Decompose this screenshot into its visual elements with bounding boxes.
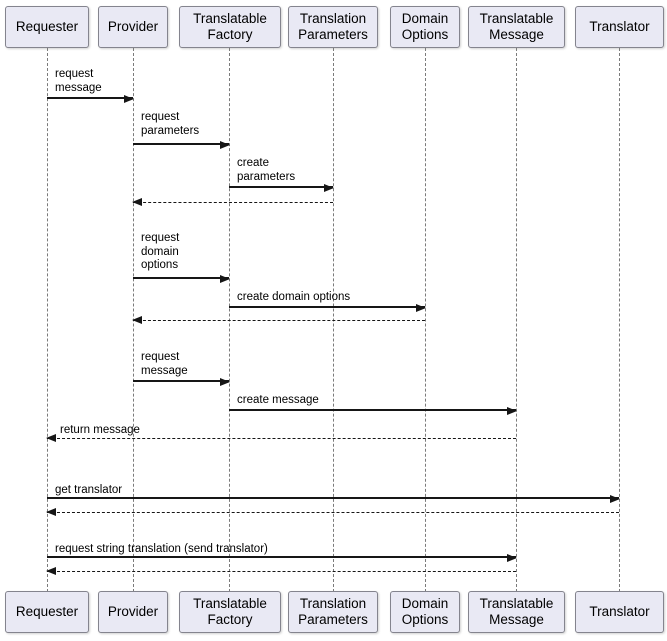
- participant-bottom-translator: Translator: [575, 591, 664, 633]
- lifeline-requester: [47, 48, 48, 592]
- lifeline-translator: [619, 48, 620, 592]
- message-label: create domain options: [237, 291, 351, 303]
- message-arrow: [133, 378, 230, 386]
- message-label: request parameters: [141, 111, 200, 137]
- message-label: create parameters: [237, 157, 296, 183]
- return-arrow: [46, 434, 516, 442]
- message-arrow: [47, 95, 134, 103]
- return-arrow: [46, 508, 619, 516]
- message-label: get translator: [55, 484, 123, 496]
- participant-top-domain-options: Domain Options: [390, 6, 460, 48]
- message-arrow: [229, 304, 426, 312]
- message-arrow: [47, 554, 517, 562]
- participant-top-translatable-message: Translatable Message: [468, 6, 565, 48]
- participant-bottom-requester: Requester: [5, 591, 89, 633]
- message-label: return message: [60, 424, 140, 436]
- message-arrow: [229, 184, 334, 192]
- participant-top-translation-parameters: Translation Parameters: [288, 6, 378, 48]
- message-label: create message: [237, 394, 319, 406]
- return-arrow: [46, 567, 516, 575]
- participant-bottom-translatable-message: Translatable Message: [468, 591, 565, 633]
- participant-top-translatable-factory: Translatable Factory: [179, 6, 281, 48]
- message-arrow: [133, 275, 230, 283]
- message-arrow: [133, 141, 230, 149]
- message-arrow: [47, 495, 620, 503]
- participant-bottom-translation-parameters: Translation Parameters: [288, 591, 378, 633]
- lifeline-translatable-message: [516, 48, 517, 592]
- message-label: request message: [55, 68, 102, 94]
- lifeline-domain-options: [425, 48, 426, 592]
- participant-bottom-domain-options: Domain Options: [390, 591, 460, 633]
- participant-bottom-provider: Provider: [98, 591, 168, 633]
- message-arrow: [229, 407, 517, 415]
- participant-bottom-translatable-factory: Translatable Factory: [179, 591, 281, 633]
- message-label: request message: [141, 351, 188, 377]
- return-arrow: [132, 316, 425, 324]
- participant-top-translator: Translator: [575, 6, 664, 48]
- message-label: request string translation (send transla…: [55, 543, 268, 555]
- message-label: request domain options: [141, 232, 180, 271]
- return-arrow: [132, 198, 333, 206]
- participant-top-provider: Provider: [98, 6, 168, 48]
- participant-top-requester: Requester: [5, 6, 89, 48]
